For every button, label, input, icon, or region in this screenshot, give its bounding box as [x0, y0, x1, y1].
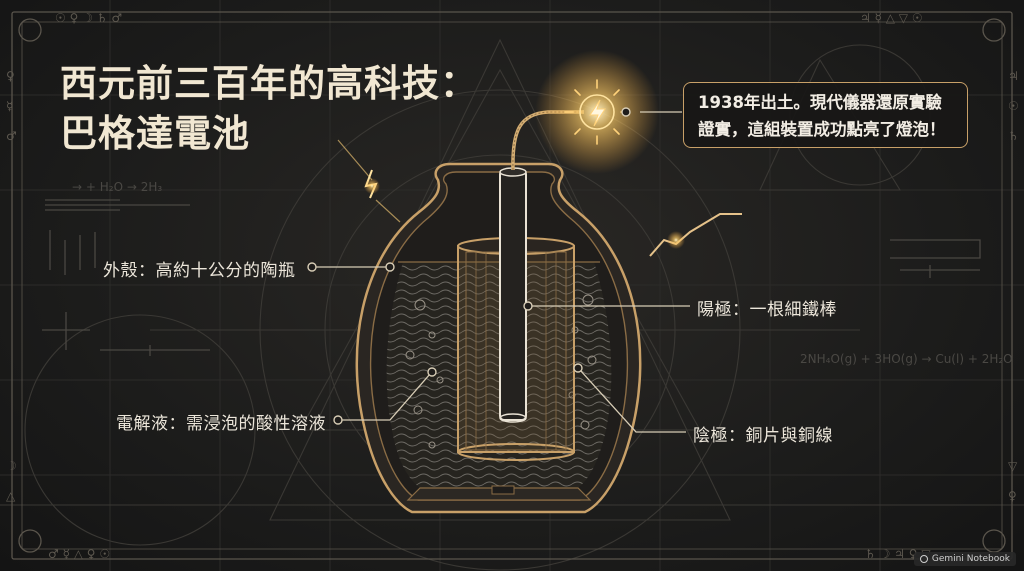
formula-left: → + H₂O → 2H₃: [72, 180, 163, 194]
svg-text:☿: ☿: [6, 99, 13, 113]
label-shell: 外殼：高約十公分的陶瓶: [103, 261, 296, 281]
label-anode: 陽極：一根細鐵棒: [697, 300, 837, 320]
formula-right: 2NH₄O(g) + 3HO(g) → Cu(l) + 2H₂O: [800, 352, 1013, 366]
iron-rod-anode: [499, 167, 527, 423]
label-cathode: 陰極：銅片與銅線: [693, 426, 833, 446]
svg-text:△: △: [6, 489, 16, 503]
title-line-2: 巴格達電池: [60, 111, 250, 155]
svg-text:♃: ♃: [1008, 69, 1019, 83]
lightning-bolt-icon: [337, 139, 401, 223]
svg-text:▽: ▽: [1008, 459, 1018, 473]
svg-text:♂ ☿ △ ♀ ☉: ♂ ☿ △ ♀ ☉: [48, 547, 110, 561]
watermark-text: Gemini Notebook: [931, 554, 1010, 564]
notebook-icon: [919, 555, 928, 563]
svg-text:♃ ☿ △ ▽ ☉: ♃ ☿ △ ▽ ☉: [860, 11, 923, 25]
leader-dots: [307, 107, 631, 425]
svg-text:♀: ♀: [6, 69, 15, 83]
callout-line-1: 1938年出土。現代儀器還原實驗: [698, 93, 942, 112]
page-title: 西元前三百年的高科技： 巴格達電池: [60, 58, 478, 158]
tool-sketches: [42, 199, 981, 356]
svg-text:☉: ☉: [1008, 99, 1019, 113]
watermark-badge: Gemini Notebook: [913, 552, 1016, 566]
title-line-1: 西元前三百年的高科技：: [60, 61, 478, 105]
svg-text:♀: ♀: [1008, 489, 1017, 503]
svg-text:☽: ☽: [6, 459, 17, 473]
discovery-callout: 1938年出土。現代儀器還原實驗 證實，這組裝置成功點亮了燈泡！: [683, 82, 968, 148]
label-electrolyte: 電解液：需浸泡的酸性溶液: [116, 414, 326, 434]
svg-text:♄: ♄: [1008, 129, 1019, 143]
lightning-bulb-icon: [535, 50, 659, 174]
svg-text:♂: ♂: [6, 129, 17, 143]
svg-text:☉ ♀ ☽ ♄ ♂: ☉ ♀ ☽ ♄ ♂: [55, 11, 122, 25]
lightning-bolt-icon: [649, 213, 742, 257]
leader-lines: [316, 111, 690, 433]
callout-line-2: 證實，這組裝置成功點亮了燈泡！: [698, 120, 946, 139]
decorative-frame: [11, 11, 1013, 560]
